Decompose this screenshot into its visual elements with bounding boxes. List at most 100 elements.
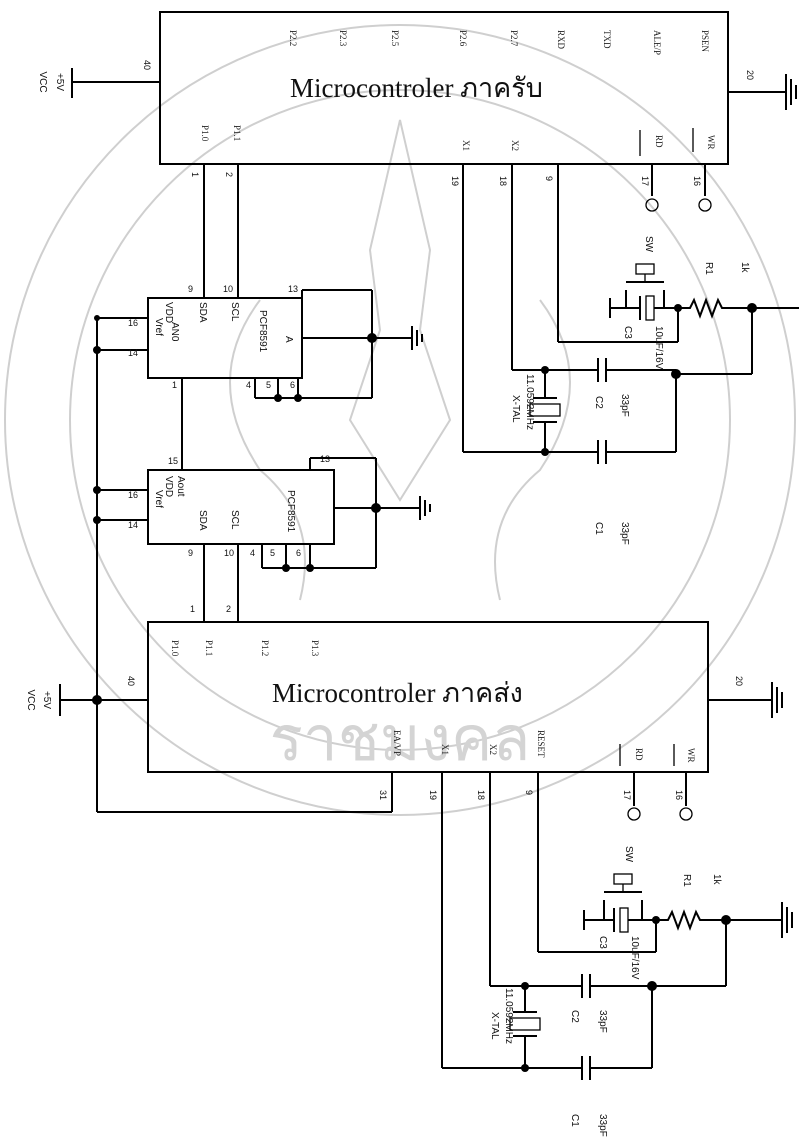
receiver-num-vcc: 40 [142,60,152,70]
receiver-num-x2: 18 [498,176,508,186]
ic1-num-14: 14 [128,348,138,358]
sender-num-x1: 19 [428,790,438,800]
sender-c1-value: 33pF [597,1114,608,1137]
ic1-num-5: 5 [266,380,271,390]
watermark-seal: ราชมงคล [4,24,796,816]
receiver-pin-rxd: RXD [556,30,566,50]
sender-pin-x1: X1 [440,744,450,755]
receiver-num-p11: 2 [224,172,234,177]
receiver-num-wr: 16 [692,176,702,186]
receiver-xtal-label: X-TAL [510,395,521,423]
ic2-pin-vdd: VDD [163,476,174,497]
sender-pin-p11: P1.1 [204,640,214,656]
receiver-c3-label: C3 [622,326,633,339]
ic2-num-16: 16 [128,490,138,500]
receiver-pin-wr: WR [706,135,716,150]
receiver-osc-reset: X-TAL 11.0592MHz C2 33pF C1 33pF C3 10uF… [462,164,799,545]
sender-mcu-box [147,621,709,773]
ic2-num-15: 15 [168,456,178,466]
sender-num-p11: 2 [226,604,231,614]
sender-num-rst: 9 [524,790,534,795]
receiver-r1-label: R1 [703,262,714,275]
receiver-pin-rd: RD [654,135,664,148]
ic1-pin-vdd: VDD [163,302,174,323]
sender-pin-reset: RESET [536,730,546,758]
sender-sw-label: SW [623,846,634,863]
sender-xtal-value: 11.0592MHz [503,988,514,1044]
sender-title: Microcontroler ภาคส่ง [272,678,523,708]
sender-num-p10: 1 [190,604,195,614]
v5-label-top: +5V [54,73,65,91]
receiver-title: Microcontroler ภาครับ [290,73,543,103]
receiver-num-x1: 19 [450,176,460,186]
ic2-num-4: 4 [250,548,255,558]
watermark-flourish-right [494,299,571,601]
sender-c3-label: C3 [597,936,608,949]
receiver-c2-value: 33pF [619,394,630,417]
sender-pin-p13: P1.3 [310,640,320,657]
vcc-label-top: VCC [37,71,48,92]
ic2-pcf8591: Vref VDD Aout SDA SCL PCF8591 16 14 15 9… [128,454,431,572]
receiver-pin-psen: PSEN [700,30,710,53]
ic1-pin-scl: SCL [229,302,240,322]
ic1-num-6: 6 [290,380,295,390]
receiver-c2-label: C2 [593,396,604,409]
receiver-pin-p26: P2.6 [458,30,468,47]
watermark-seal-text: ราชมงคล [270,706,531,774]
sender-rdwr [627,772,693,821]
sender-c2-label: C2 [569,1010,580,1023]
top-power: VCC +5V [37,68,160,98]
receiver-r1-value: 1k [739,262,750,274]
vcc-label-bottom: VCC [25,689,36,710]
ic1-pin-sda: SDA [197,302,208,323]
sender-pin-p10: P1.0 [170,640,180,657]
ic2-num-9: 9 [188,548,193,558]
ic1-pin-a: A [283,336,294,343]
sender-num-gnd: 20 [734,676,744,686]
sender-c1-label: C1 [569,1114,580,1127]
ic2-pin-aout: Aout [175,476,186,497]
ic2-pin-scl: SCL [229,510,240,530]
ic1-pcf8591: Vref AN0 VDD SDA SCL PCF8591 A 16 14 9 1… [128,284,423,402]
receiver-pin-ale: ALE/P [652,30,662,55]
receiver-c1-value: 33pF [619,522,630,545]
ic1-pin-an0: AN0 [169,322,180,342]
receiver-pin-p25: P2.5 [390,30,400,47]
ic2-num-6: 6 [296,548,301,558]
receiver-pin-p22: P2.2 [288,30,298,46]
sender-c3-value: 10uF/16V [629,936,640,980]
receiver-rdwr [645,164,712,212]
receiver-num-p10: 1 [190,172,200,177]
receiver-pin-x2: X2 [510,140,520,151]
sender-gnd [708,682,783,718]
sender-r1-value: 1k [711,874,722,886]
receiver-pin-p10: P1.0 [200,125,210,142]
sender-pin-wr: WR [686,748,696,763]
sender-pin-rd: RD [634,748,644,761]
sender-num-vcc: 40 [126,676,136,686]
watermark-ring-inner [69,89,731,751]
watermark-ring-outer [4,24,796,816]
vcc-bus: VCC +5V [25,315,393,813]
ic1-num-10: 10 [223,284,233,294]
receiver-sw-label: SW [643,236,654,253]
ic2-pin-vref: Vref [153,490,164,508]
sender-num-x2: 18 [476,790,486,800]
receiver-mcu: Microcontroler ภาครับ P2.2 P2.3 P2.5 P2.… [142,11,755,186]
v5-label-bottom: +5V [41,691,52,709]
sender-r1-label: R1 [681,874,692,887]
ic1-num-9: 9 [188,284,193,294]
receiver-pin-p27: P2.7 [509,30,519,47]
watermark-spire [348,119,452,502]
ic1-pin-vref: Vref [153,318,164,336]
sender-xtal-label: X-TAL [489,1012,500,1040]
receiver-c1-label: C1 [593,522,604,535]
receiver-gnd [728,74,797,110]
ic1-num-4: 4 [246,380,251,390]
ic1-part: PCF8591 [257,310,268,353]
receiver-mcu-box [159,11,729,165]
sender-mcu: Microcontroler ภาคส่ง P1.0 P1.1 P1.2 P1.… [126,621,744,800]
sender-pin-p12: P1.2 [260,640,270,656]
sender-num-ea: 31 [378,790,388,800]
receiver-num-rst: 9 [544,176,554,181]
